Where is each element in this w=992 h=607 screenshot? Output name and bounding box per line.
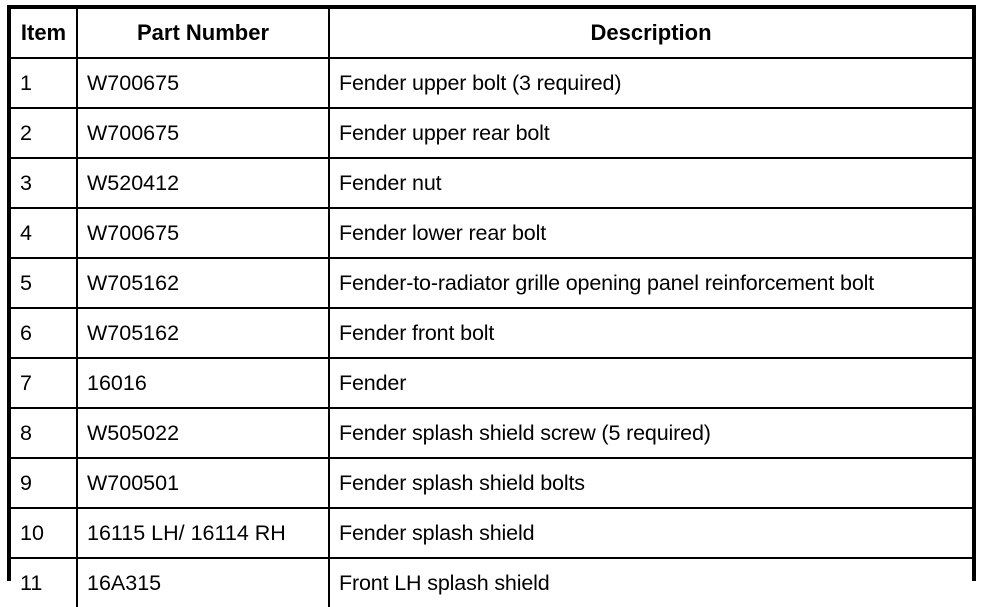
- cell-item: 1: [11, 58, 78, 109]
- cell-item: 4: [11, 208, 78, 259]
- table-row: 3 W520412 Fender nut: [11, 158, 972, 209]
- cell-part-number: W700501: [77, 458, 330, 509]
- table-row: 5 W705162 Fender-to-radiator grille open…: [11, 258, 972, 309]
- cell-description: Fender upper rear bolt: [329, 108, 972, 159]
- cell-description: Fender lower rear bolt: [329, 208, 972, 259]
- parts-table: Item Part Number Description 1 W700675 F…: [11, 9, 972, 607]
- column-header-part-number: Part Number: [77, 9, 330, 59]
- cell-item: 5: [11, 258, 78, 309]
- cell-part-number: 16A315: [77, 558, 330, 607]
- table-row: 6 W705162 Fender front bolt: [11, 308, 972, 359]
- table-row: 11 16A315 Front LH splash shield: [11, 558, 972, 607]
- table-header: Item Part Number Description: [11, 9, 972, 59]
- cell-item: 6: [11, 308, 78, 359]
- parts-table-container: Item Part Number Description 1 W700675 F…: [7, 5, 976, 607]
- cell-item: 10: [11, 508, 78, 559]
- cell-part-number: W700675: [77, 208, 330, 259]
- cell-description: Fender front bolt: [329, 308, 972, 359]
- cell-item: 11: [11, 558, 78, 607]
- cell-part-number: W505022: [77, 408, 330, 459]
- table-body: 1 W700675 Fender upper bolt (3 required)…: [11, 58, 972, 607]
- table-row: 7 16016 Fender: [11, 358, 972, 409]
- cell-item: 8: [11, 408, 78, 459]
- cell-description: Front LH splash shield: [329, 558, 972, 607]
- cell-part-number: W520412: [77, 158, 330, 209]
- table-row: 8 W505022 Fender splash shield screw (5 …: [11, 408, 972, 459]
- cell-item: 2: [11, 108, 78, 159]
- cell-description: Fender upper bolt (3 required): [329, 58, 972, 109]
- page-root: Item Part Number Description 1 W700675 F…: [7, 5, 976, 607]
- cell-item: 7: [11, 358, 78, 409]
- cell-part-number: W700675: [77, 58, 330, 109]
- table-row: 9 W700501 Fender splash shield bolts: [11, 458, 972, 509]
- cell-part-number: W700675: [77, 108, 330, 159]
- cell-part-number: W705162: [77, 258, 330, 309]
- cell-description: Fender splash shield bolts: [329, 458, 972, 509]
- column-header-description: Description: [329, 9, 972, 59]
- cell-part-number: W705162: [77, 308, 330, 359]
- cell-item: 9: [11, 458, 78, 509]
- cell-description: Fender-to-radiator grille opening panel …: [329, 258, 972, 309]
- table-row: 1 W700675 Fender upper bolt (3 required): [11, 58, 972, 109]
- cell-description: Fender splash shield screw (5 required): [329, 408, 972, 459]
- table-row: 10 16115 LH/ 16114 RH Fender splash shie…: [11, 508, 972, 559]
- cell-part-number: 16016: [77, 358, 330, 409]
- cell-description: Fender nut: [329, 158, 972, 209]
- table-row: 4 W700675 Fender lower rear bolt: [11, 208, 972, 259]
- cell-description: Fender: [329, 358, 972, 409]
- cell-item: 3: [11, 158, 78, 209]
- table-row: 2 W700675 Fender upper rear bolt: [11, 108, 972, 159]
- column-header-item: Item: [11, 9, 78, 59]
- table-header-row: Item Part Number Description: [11, 9, 972, 59]
- cell-description: Fender splash shield: [329, 508, 972, 559]
- cell-part-number: 16115 LH/ 16114 RH: [77, 508, 330, 559]
